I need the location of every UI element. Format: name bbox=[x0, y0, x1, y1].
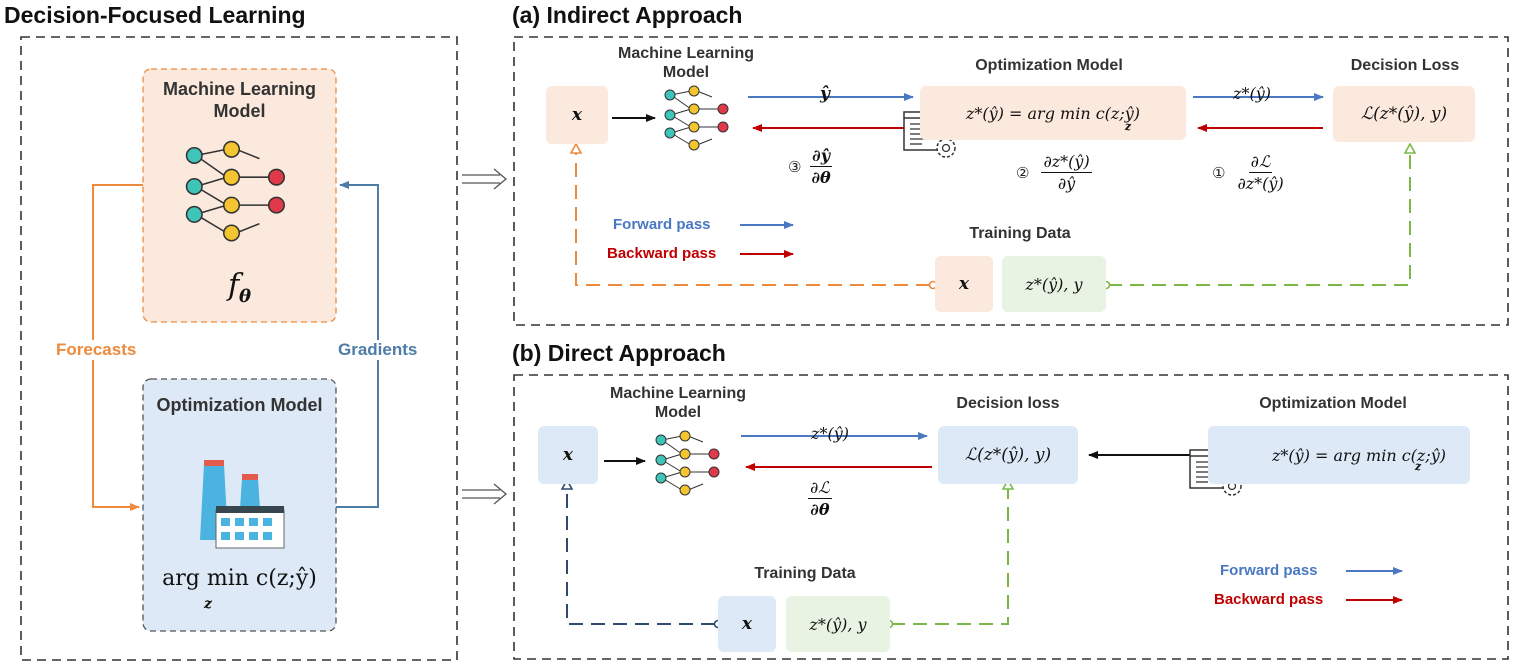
left-opt-box bbox=[142, 378, 337, 632]
indirect-x-box: x bbox=[546, 86, 608, 144]
indirect-training-label: Training Data bbox=[969, 225, 1071, 242]
indirect-grad-2: ② ∂z*(ŷ)∂ŷ bbox=[1016, 152, 1092, 193]
indirect-green-dash bbox=[1108, 153, 1410, 286]
gradients-label: Gradients bbox=[336, 340, 420, 360]
direct-x-box: x bbox=[538, 426, 598, 484]
indirect-grad-1: ① ∂ℒ∂z*(ŷ) bbox=[1212, 152, 1284, 193]
direct-loss-label: Decision loss bbox=[956, 395, 1060, 412]
left-ml-box bbox=[142, 68, 337, 323]
direct-opt-subscript: z bbox=[1414, 460, 1422, 473]
panel-link-arrow-b bbox=[462, 483, 508, 505]
indirect-frame bbox=[513, 36, 1509, 326]
left-panel-frame bbox=[20, 36, 458, 661]
left-opt-label: Optimization Model bbox=[156, 395, 323, 415]
direct-grad: ∂ℒ∂θ bbox=[808, 478, 832, 519]
indirect-zstar-label: z*(ŷ) bbox=[1233, 84, 1271, 103]
left-ml-label: Machine Learning Model bbox=[162, 79, 317, 121]
direct-ml-label: Machine Learning Model bbox=[609, 385, 747, 421]
panel-link-arrow-a bbox=[462, 168, 508, 190]
direct-nn-icon bbox=[655, 430, 720, 496]
indirect-orange-dash bbox=[576, 153, 930, 286]
direct-green-dash bbox=[891, 489, 1008, 625]
left-panel-title: Decision-Focused Learning bbox=[4, 2, 306, 28]
indirect-title: (a) Indirect Approach bbox=[512, 2, 743, 28]
indirect-td-y: z*(ŷ), y bbox=[1002, 256, 1106, 312]
direct-training-label: Training Data bbox=[754, 565, 856, 582]
direct-title: (b) Direct Approach bbox=[512, 340, 726, 366]
indirect-forward-legend: Forward pass bbox=[613, 216, 711, 233]
direct-opt-box: z*(ŷ) = arg min c(z;ŷ) bbox=[1208, 426, 1470, 484]
indirect-yhat-label: ŷ bbox=[820, 84, 830, 104]
indirect-td-x: x bbox=[935, 256, 993, 312]
factory-icon bbox=[200, 460, 285, 549]
indirect-grad-3: ③ ∂ŷ∂θ bbox=[788, 146, 832, 187]
direct-zstar-label: z*(ŷ) bbox=[811, 424, 849, 443]
forecasts-label: Forecasts bbox=[54, 340, 139, 360]
direct-navy-dash bbox=[567, 489, 715, 625]
left-opt-expression: arg min c(z;ŷ) bbox=[162, 566, 317, 591]
indirect-opt-subscript: z bbox=[1124, 120, 1132, 133]
indirect-backward-legend: Backward pass bbox=[607, 245, 717, 262]
indirect-ml-label: Machine Learning Model bbox=[617, 45, 755, 81]
direct-loss-box: ℒ(z*(ŷ), y) bbox=[938, 426, 1078, 484]
direct-td-y: z*(ŷ), y bbox=[786, 596, 890, 652]
direct-opt-label: Optimization Model bbox=[1259, 395, 1407, 412]
indirect-loss-label: Decision Loss bbox=[1350, 57, 1460, 74]
indirect-loss-box: ℒ(z*(ŷ), y) bbox=[1333, 86, 1475, 142]
direct-forward-legend: Forward pass bbox=[1220, 562, 1318, 579]
direct-backward-legend: Backward pass bbox=[1214, 591, 1324, 608]
indirect-opt-box: z*(ŷ) = arg min c(z;ŷ) bbox=[920, 86, 1186, 140]
direct-td-x: x bbox=[718, 596, 776, 652]
indirect-opt-label: Optimization Model bbox=[975, 57, 1123, 74]
direct-frame bbox=[513, 374, 1509, 660]
indirect-nn-icon bbox=[664, 85, 729, 151]
left-opt-subscript: z bbox=[204, 596, 212, 612]
left-ml-symbol: fθ bbox=[227, 268, 252, 307]
